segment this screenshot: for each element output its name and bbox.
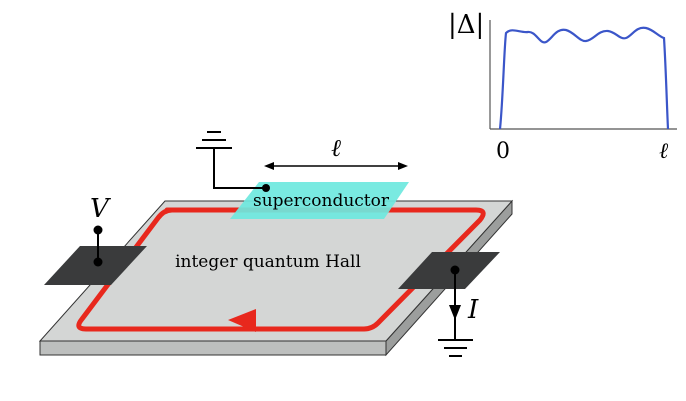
voltage-probe: V <box>90 194 111 267</box>
inset-ylabel: |Δ| <box>448 10 484 40</box>
right-contact <box>398 252 500 289</box>
length-arrow-left <box>264 162 274 170</box>
voltage-contact-dot <box>93 257 103 267</box>
superconductor-strip <box>230 182 409 219</box>
gap-profile-inset: |Δ| 0 ℓ <box>448 10 677 164</box>
current-probe: I <box>438 265 479 357</box>
current-arrow <box>449 305 461 320</box>
length-arrow-right <box>398 162 408 170</box>
inset-tick-zero: 0 <box>496 139 510 164</box>
voltage-terminal <box>93 225 103 235</box>
sample-label: integer quantum Hall <box>175 252 361 272</box>
gap-curve <box>498 26 670 130</box>
inset-tick-length: ℓ <box>659 139 669 164</box>
current-label: I <box>467 295 479 325</box>
superconductor-contact-dot <box>262 184 270 192</box>
edge-channel <box>76 207 486 332</box>
superconductor-label: superconductor <box>253 191 390 211</box>
edge-channel-arrow <box>228 309 256 332</box>
ground-wire <box>213 148 266 189</box>
voltage-label: V <box>90 194 111 224</box>
length-label: ℓ <box>331 134 341 162</box>
slab-front-face <box>39 340 387 356</box>
superconductor-ground <box>196 131 270 192</box>
length-indicator: ℓ <box>264 134 408 170</box>
